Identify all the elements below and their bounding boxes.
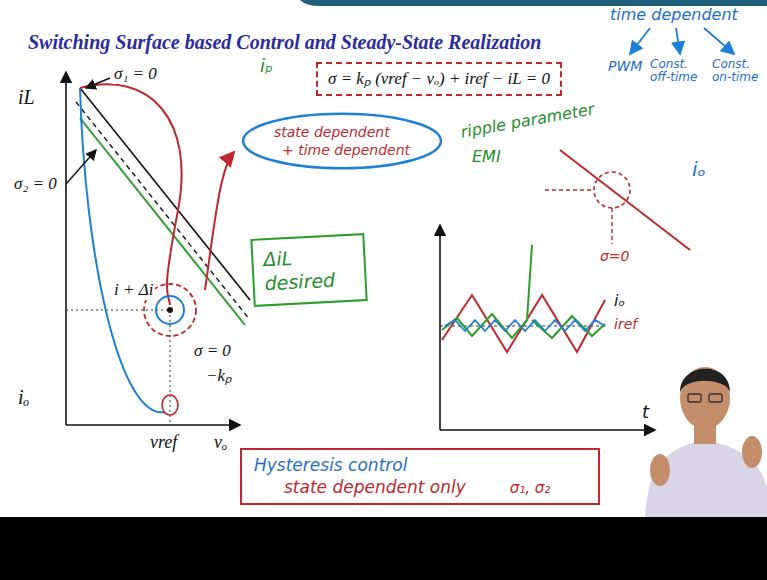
handwritten-note: + time dependent <box>282 142 410 160</box>
axis-label: t <box>640 402 651 423</box>
handwritten-note: iₚ <box>258 56 275 77</box>
summary-box: Hysteresis controlstate dependent only σ₁… <box>240 448 600 505</box>
axis-label: iL <box>16 86 37 109</box>
handwritten-note: PWM <box>606 58 644 74</box>
surface-label: σ = 0 <box>192 341 233 361</box>
handwritten-note: ripple parameter <box>457 100 597 142</box>
surface-sketch <box>545 150 690 250</box>
slope-label: −kₚ <box>204 366 234 386</box>
ripple-waveform <box>440 225 655 430</box>
handwritten-heading: Hysteresis control <box>254 454 586 476</box>
axis-label: vₒ <box>212 432 229 453</box>
surface-label: σ₁ = 0 <box>112 64 159 84</box>
point-label: i + Δi <box>112 280 155 300</box>
annotation-ellipse: state dependent+ time dependent <box>240 112 444 170</box>
ellipse-shape <box>243 114 441 169</box>
handwritten-note: state dependent only <box>284 476 466 498</box>
slide-title: Switching Surface based Control and Stea… <box>28 30 541 54</box>
handwritten-note: Const. on-time <box>712 58 762 84</box>
handwritten-note: EMI <box>470 148 503 166</box>
handwritten-note: ΔiL desired <box>263 244 355 296</box>
text-group: state dependent+ time dependent <box>274 124 410 159</box>
waveform-label: iref <box>612 316 639 332</box>
ellipse-outline <box>240 112 444 170</box>
phase-plane <box>66 72 250 425</box>
surface-label: σ₂ = 0 <box>12 174 59 194</box>
equation-text: σ = kₚ (vref − vₒ) + iref − iL = 0 <box>328 68 550 90</box>
waveform-label: iₒ <box>612 292 627 310</box>
handwritten-note: time dependent <box>608 6 740 24</box>
axis-label: iₒ <box>16 386 31 409</box>
handwritten-note: Const. off-time <box>650 58 710 84</box>
highlight-box: ΔiL desired <box>250 233 367 306</box>
annotation-arrows <box>630 28 734 54</box>
handwritten-note: σ=0 <box>598 248 632 264</box>
text-row: state dependent only σ₁, σ₂ <box>254 476 586 499</box>
equation-box: σ = kₚ (vref − vₒ) + iref − iL = 0 <box>316 62 562 96</box>
handwritten-note: state dependent <box>274 124 410 142</box>
axis-label: vref <box>148 432 179 453</box>
presenter-figure <box>645 367 767 517</box>
handwritten-note: σ₁, σ₂ <box>510 479 551 499</box>
video-bar <box>0 517 767 580</box>
handwritten-note: iₒ <box>690 158 708 181</box>
